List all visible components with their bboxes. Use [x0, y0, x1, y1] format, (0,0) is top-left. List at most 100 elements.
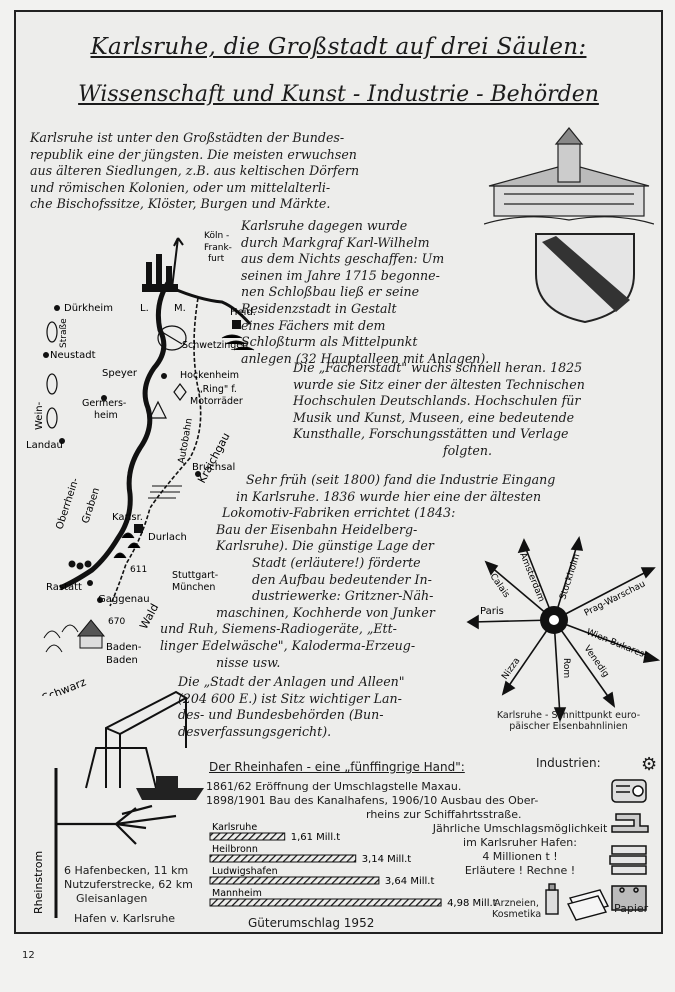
history-line: rheins zur Schiffahrtsstraße.	[366, 808, 522, 821]
behoerden-line: Die „Stadt der Anlagen und Alleen"	[178, 674, 405, 689]
pharma-label-line: Kosmetika	[492, 909, 542, 920]
industry-line: Bau der Eisenbahn Heidelberg-	[216, 521, 418, 537]
medicine-bottle-icon	[545, 883, 559, 915]
faecher-line: Die „Fächerstadt" wuchs schnell heran. 1…	[293, 360, 583, 375]
pharma-paper-icons	[545, 883, 610, 921]
bar-category-label: Ludwigshafen	[212, 866, 278, 877]
founding-paragraph: Karlsruhe dagegen wurde durch Markgraf K…	[241, 218, 661, 367]
behoerden-paragraph: Die „Stadt der Anlagen und Alleen" (204 …	[178, 674, 478, 740]
map-label-graben: Graben	[80, 487, 102, 525]
founding-line: Schloßturm als Mittelpunkt	[241, 334, 418, 350]
industry-icons	[609, 779, 649, 911]
intro-paragraph: Karlsruhe ist unter den Großstädten der …	[30, 130, 480, 213]
industry-line: Sehr früh (seit 1800) fand die Industrie…	[246, 472, 556, 487]
harbour-fact: 6 Hafenbecken, 11 km	[64, 864, 189, 877]
founding-line: aus dem Nichts geschaffen: Um	[241, 251, 445, 267]
map-label-rastatt: Rastatt	[46, 582, 82, 593]
map-label-speyer: Speyer	[102, 368, 138, 379]
map-label-koeln: Köln -	[204, 231, 229, 241]
star-label-paris: Paris	[480, 606, 504, 617]
cherries-icon	[68, 560, 92, 570]
industry-paragraph: Sehr früh (seit 1800) fand die Industrie…	[160, 472, 661, 671]
city-marker	[87, 580, 93, 586]
karlsruhe-marker	[134, 524, 143, 533]
map-label-wald: Wald	[137, 602, 161, 632]
page-number: 12	[22, 950, 35, 961]
radio-icon	[611, 779, 647, 803]
vineyard-icon	[46, 321, 187, 429]
bar-value-label: 1,61 Mill.t	[291, 832, 341, 843]
map-label-schwetzingen: Schwetzingen	[182, 340, 248, 351]
founding-line: nen Schloßbau ließ er seine	[241, 284, 420, 300]
faecher-line: folgten.	[443, 442, 492, 458]
star-label-venedig: Venedig	[582, 644, 611, 679]
founding-line: durch Markgraf Karl-Wilhelm	[241, 234, 430, 250]
paper-stack-icon	[566, 889, 610, 921]
industry-line: linger Edelwäsche", Kaloderma-Erzeug-	[160, 637, 416, 653]
paper-label: Papier	[614, 902, 649, 915]
harbour-basins	[56, 804, 177, 845]
map-label-badenbaden2: Baden	[106, 655, 138, 666]
industry-line: maschinen, Kochherde von Junker	[216, 604, 435, 620]
map-label-germersheim1: Germers-	[82, 398, 126, 409]
laundry-stack-icon	[609, 845, 647, 875]
map-label-durlach: Durlach	[148, 532, 187, 543]
bar	[209, 876, 380, 885]
city-marker	[101, 395, 107, 401]
bar-category-label: Mannheim	[212, 888, 262, 899]
hill-hatching	[113, 334, 255, 559]
city-marker	[43, 352, 49, 358]
umschlag-line: Erläutere ! Rechne !	[464, 864, 576, 877]
umschlag-line: Jährliche Umschlagsmöglichkeit	[432, 822, 608, 835]
pharma-label: Arzneien, Kosmetika	[492, 898, 541, 920]
bar-category-label: Heilbronn	[212, 844, 258, 855]
star-label-rom: Rom	[561, 658, 571, 678]
railway-line	[171, 237, 184, 289]
intro-line: und römischen Kolonien, oder um mittelal…	[30, 179, 331, 195]
city-marker	[54, 305, 60, 311]
map-label-landau: Landau	[26, 440, 63, 451]
faecher-line: wurde sie Sitz einer der ältesten Techni…	[293, 376, 585, 392]
forest-icon	[43, 624, 79, 653]
map-label-neustadt: Neustadt	[50, 350, 96, 361]
map-label-611: 611	[130, 565, 147, 575]
page-subtitle: Wissenschaft und Kunst - Industrie - Beh…	[78, 82, 599, 107]
bar	[209, 854, 357, 863]
sewing-machine-icon	[611, 813, 649, 833]
faecherstadt-paragraph: Die „Fächerstadt" wuchs schnell heran. 1…	[293, 360, 661, 460]
map-label-gaggenau: Gaggenau	[98, 594, 150, 605]
intro-line: che Bischofssitze, Klöster, Burgen und M…	[30, 196, 331, 212]
faecher-line: Kunsthalle, Forschungsstätten und Verlag…	[293, 426, 569, 442]
map-label-duerkheim: Dürkheim	[64, 303, 113, 314]
pharma-label-line: Arzneien,	[494, 898, 539, 909]
intro-line: aus älteren Siedlungen, z.B. aus keltisc…	[30, 163, 360, 179]
bar-category-label: Karlsruhe	[212, 822, 257, 833]
umschlag-note: Jährliche Umschlagsmöglichkeit im Karlsr…	[430, 822, 610, 878]
history-line: 1861/62 Eröffnung der Umschlagstelle Max…	[206, 780, 462, 793]
industry-line: den Aufbau bedeutender In-	[252, 571, 432, 587]
faecher-line: Musik und Kunst, Museen, eine bedeutende	[293, 409, 575, 425]
rheinstrom-label: Rheinstrom	[32, 851, 45, 914]
intro-line: republik eine der jüngsten. Die meisten …	[30, 146, 357, 162]
page-title: Karlsruhe, die Großstadt auf drei Säulen…	[90, 34, 587, 60]
star-caption: Karlsruhe - Schnittpunkt euro- päischer …	[476, 710, 661, 732]
chart-title: Güterumschlag 1952	[248, 916, 375, 930]
star-caption-line: Karlsruhe - Schnittpunkt euro-	[496, 710, 641, 721]
map-label-hockenheim: Hockenheim	[180, 370, 239, 381]
umschlag-line: 4 Millionen t !	[482, 850, 558, 863]
heidelberg-marker	[232, 320, 241, 329]
stove-icon	[611, 885, 647, 911]
history-line: 1898/1901 Bau des Kanalhafens, 1906/10 A…	[206, 794, 539, 807]
map-label-strasse: Straße	[59, 318, 69, 348]
star-label-calais: Calais	[488, 572, 512, 600]
behoerden-line: (204 600 E.) ist Sitz wichtiger Lan-	[178, 690, 402, 706]
map-label-bruchsal: Bruchsal	[192, 462, 235, 473]
map-label-m: M.	[174, 303, 186, 314]
harbour-map: Rheinstrom	[32, 768, 177, 918]
industry-line: in Karlsruhe. 1836 wurde hier eine der ä…	[236, 488, 542, 504]
founding-line: eines Fächers mit dem	[241, 317, 386, 333]
coat-of-arms-icon	[535, 233, 635, 324]
industry-line: Lokomotiv-Fabriken errichtet (1843:	[222, 505, 456, 521]
map-label-germersheim2: heim	[94, 410, 118, 421]
